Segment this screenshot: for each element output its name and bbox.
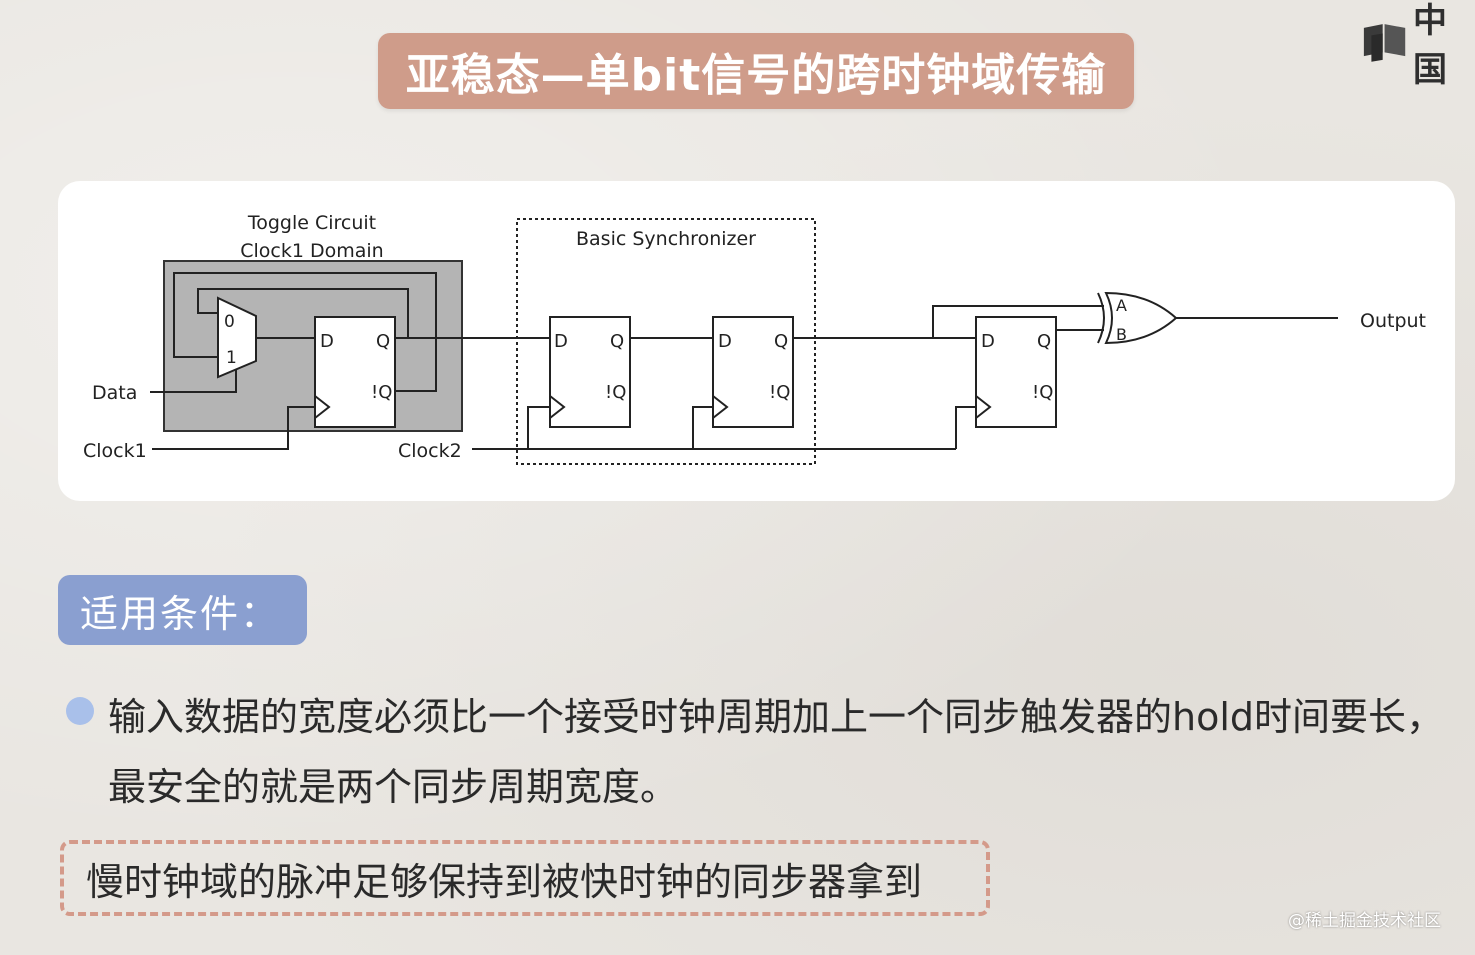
logo-text: 中国 bbox=[1412, 1, 1447, 90]
circuit-svg: Toggle Circuit Clock1 Domain Basic Synch… bbox=[83, 212, 1426, 465]
mux-in0-label: 0 bbox=[224, 312, 235, 332]
note-box: 慢时钟域的脉冲足够保持到被快时钟的同步器拿到 bbox=[60, 840, 990, 916]
ff3-nq-label: !Q bbox=[769, 382, 790, 403]
sync-flip-flop-1 bbox=[549, 316, 631, 428]
ff2-q-label: Q bbox=[610, 331, 624, 352]
conditions-label-text: 适用条件： bbox=[80, 591, 281, 636]
toggle-title-line2: Clock1 Domain bbox=[240, 240, 383, 262]
mux-in1-label: 1 bbox=[226, 348, 237, 368]
page-title: 亚稳态—单bit信号的跨时钟域传输 bbox=[405, 50, 1107, 101]
toggle-circuit-box bbox=[163, 260, 463, 432]
ff4-d-label: D bbox=[981, 331, 995, 352]
circuit-diagram: Toggle Circuit Clock1 Domain Basic Synch… bbox=[58, 181, 1455, 501]
ff1-d-label: D bbox=[320, 331, 334, 352]
ff3-q-label: Q bbox=[774, 331, 788, 352]
clock2-label: Clock2 bbox=[398, 440, 462, 462]
logo: 中国 bbox=[1362, 1, 1475, 90]
note-text: 慢时钟域的脉冲足够保持到被快时钟的同步器拿到 bbox=[86, 859, 923, 904]
conditions-label: 适用条件： bbox=[58, 575, 307, 645]
ff2-nq-label: !Q bbox=[605, 382, 626, 403]
synchronizer-title: Basic Synchronizer bbox=[576, 228, 756, 250]
ff4-nq-label: !Q bbox=[1032, 382, 1053, 403]
condition-bullet-text: 输入数据的宽度必须比一个接受时钟周期加上一个同步触发器的hold时间要长，最安全… bbox=[108, 695, 1445, 809]
ff4-clock-triangle bbox=[975, 395, 992, 419]
ff2-d-label: D bbox=[554, 331, 568, 352]
ff3-d-label: D bbox=[718, 331, 732, 352]
clock1-label: Clock1 bbox=[83, 440, 147, 462]
xor-b-label: B bbox=[1116, 325, 1127, 344]
book-logo-icon bbox=[1363, 24, 1406, 62]
xor-gate bbox=[1097, 291, 1178, 345]
ff4-q-label: Q bbox=[1037, 331, 1051, 352]
ff1-nq-label: !Q bbox=[371, 382, 392, 403]
synchronizer-box bbox=[516, 218, 816, 465]
data-label: Data bbox=[92, 382, 137, 404]
wires bbox=[150, 272, 1338, 450]
output-label: Output bbox=[1360, 310, 1426, 332]
ff1-q-label: Q bbox=[376, 331, 390, 352]
toggle-title-line1: Toggle Circuit bbox=[247, 212, 376, 234]
xor-a-label: A bbox=[1116, 296, 1127, 315]
mux bbox=[217, 296, 257, 379]
ff1-clock-triangle bbox=[314, 395, 331, 419]
bullet-dot bbox=[66, 697, 94, 725]
ff2-clock-triangle bbox=[549, 395, 566, 419]
watermark: @稀土掘金技术社区 bbox=[1288, 911, 1441, 931]
title-banner: 亚稳态—单bit信号的跨时钟域传输 bbox=[378, 33, 1134, 109]
ff3-clock-triangle bbox=[712, 395, 729, 419]
